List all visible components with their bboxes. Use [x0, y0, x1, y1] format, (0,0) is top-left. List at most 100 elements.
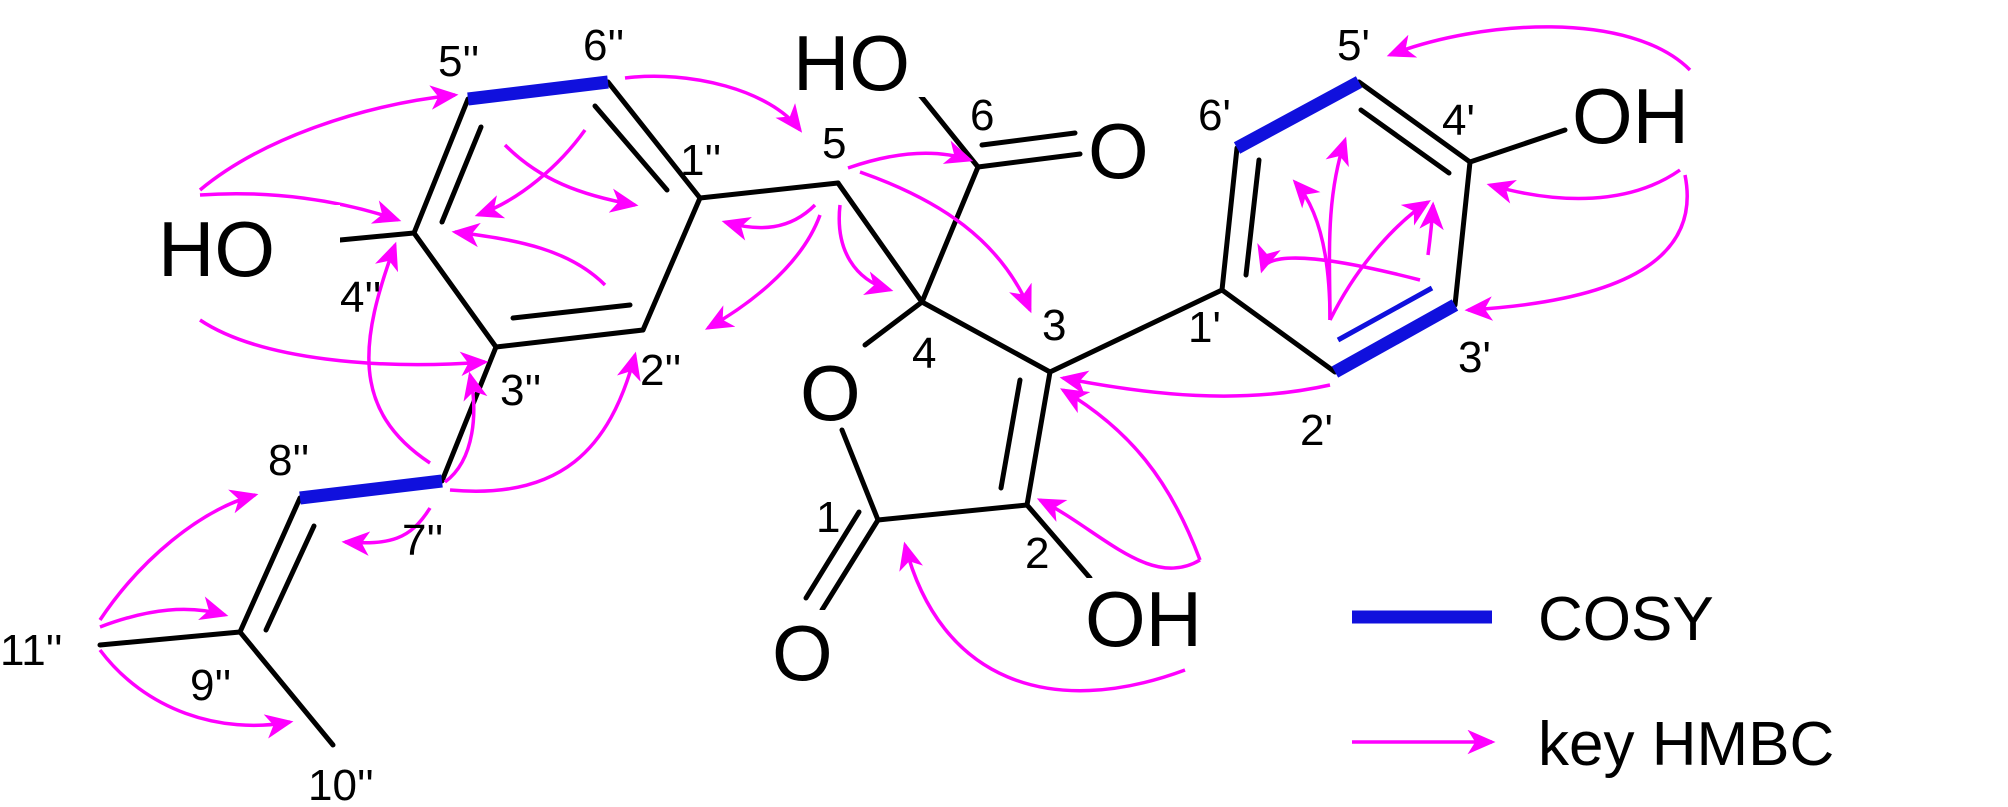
hmbc-arrow	[1036, 498, 1201, 570]
bond-c2-c3	[1024, 369, 1053, 508]
num-2: 2	[1025, 529, 1049, 578]
atom-labels: HO HO O OH O O OH	[150, 19, 1708, 697]
num-6p: 6'	[1198, 91, 1231, 140]
legend: COSY key HMBC	[1352, 585, 1834, 779]
bond-c1-o-inner	[803, 509, 862, 601]
num-5: 5	[822, 119, 846, 168]
hmbc-arrow	[704, 214, 822, 330]
hmbc-arrow	[367, 241, 431, 465]
bond-c6-o	[975, 151, 1083, 170]
num-4: 4	[912, 329, 936, 378]
num-4pp: 4''	[340, 273, 381, 322]
bond-c8pp-c9pp-inner	[263, 523, 317, 633]
legend-cosy-label: COSY	[1538, 585, 1714, 654]
bond-c1pp-c5	[697, 180, 841, 201]
num-5p: 5'	[1337, 21, 1370, 70]
bond-c5p-c4p-inner	[1358, 107, 1452, 176]
bond-c4p-oh	[1467, 127, 1568, 165]
num-6: 6	[970, 91, 994, 140]
cosy-c2p-c3p-inner	[1336, 285, 1434, 343]
num-5pp: 5''	[438, 37, 479, 86]
position-numbers: 5'' 6'' 1'' 4'' 3'' 2'' 8'' 7'' 11'' 9''…	[0, 21, 1491, 807]
hmbc-arrow	[98, 489, 259, 621]
cosy-c6p-c5p	[1233, 76, 1363, 154]
bond-c8pp-c9pp	[237, 495, 303, 635]
hmbc-arrow	[198, 85, 459, 192]
atom-ho-top: HO	[793, 19, 910, 107]
bond-c1p-c6p	[1219, 145, 1240, 293]
atom-oh-right: OH	[1572, 72, 1689, 160]
bond-c4p-c3p	[1452, 159, 1473, 308]
bond-c2p-c1p	[1219, 287, 1338, 375]
num-1pp: 1''	[680, 136, 721, 185]
hmbc-arrow	[451, 222, 607, 287]
hmbc-arrow	[443, 371, 488, 484]
num-6pp: 6''	[583, 21, 624, 70]
hmbc-arrow	[859, 170, 1032, 314]
bond-c1pp-c6pp-inner	[592, 103, 670, 193]
num-1: 1	[816, 493, 840, 542]
bond-c9pp-c11pp	[97, 629, 243, 648]
hmbc-arrow	[1059, 370, 1331, 398]
hmbc-arrow	[721, 203, 817, 241]
num-8pp: 8''	[268, 436, 309, 485]
hmbc-arrow	[899, 541, 1186, 693]
hmbc-arrows	[98, 25, 1692, 739]
num-3: 3	[1042, 301, 1066, 350]
num-2pp: 2''	[640, 346, 681, 395]
cosy-c5pp-c6pp	[467, 75, 609, 106]
num-1p: 1'	[1188, 303, 1221, 352]
bond-c5pp-c4pp-inner	[439, 124, 484, 225]
hmbc-arrow	[474, 128, 587, 219]
hmbc-arrow	[199, 192, 402, 224]
num-7pp: 7''	[402, 516, 443, 565]
hmbc-arrow	[341, 507, 432, 556]
cosy-bonds	[299, 75, 1459, 505]
bond-c2-c3-inner	[998, 377, 1023, 491]
hmbc-arrow	[1464, 174, 1689, 321]
legend-hmbc-label: key HMBC	[1538, 710, 1834, 779]
hmbc-arrow	[1325, 136, 1349, 321]
bond-c1p-c6p-inner	[1243, 157, 1262, 278]
num-9pp: 9''	[190, 661, 231, 710]
hmbc-arrow	[1386, 25, 1692, 72]
hmbc-arrow	[449, 351, 641, 493]
bond-c1-c2	[875, 502, 1030, 523]
bond-c4-c3	[919, 299, 1053, 375]
atom-o-ring: O	[800, 349, 861, 437]
bond-c9pp-c10pp	[237, 629, 336, 748]
hmbc-arrow	[837, 204, 894, 296]
bond-c2pp-c1pp	[640, 195, 703, 333]
bond-c3-c1p	[1047, 287, 1225, 375]
bond-c5pp-c4pp	[411, 96, 471, 236]
hmbc-arrow	[847, 140, 974, 170]
cosy-c2p-c3p	[1331, 299, 1459, 378]
hmbc-arrow	[199, 318, 489, 377]
hmbc-arrow	[1486, 168, 1682, 204]
bond-c1-o	[819, 517, 881, 613]
hmbc-arrow	[98, 648, 294, 739]
atom-o-carbonyl: O	[1088, 107, 1149, 195]
num-10pp: 10''	[308, 761, 374, 807]
bond-c4pp-oh	[337, 230, 417, 243]
bond-c4-o-ring	[862, 299, 925, 348]
bond-c5p-c4p	[1356, 79, 1473, 165]
hmbc-arrow	[1059, 388, 1202, 561]
atom-o-bottom: O	[772, 609, 833, 697]
num-2p: 2'	[1300, 406, 1333, 455]
hmbc-arrow	[624, 74, 803, 133]
num-4p: 4'	[1442, 96, 1475, 145]
bond-c4pp-c3pp	[411, 230, 499, 350]
hmbc-arrow	[1419, 201, 1444, 256]
hmbc-arrow	[503, 143, 639, 213]
num-3pp: 3''	[500, 366, 541, 415]
bond-c3pp-c7pp	[439, 344, 499, 484]
num-3p: 3'	[1458, 333, 1491, 382]
bond-o-ring-c1	[839, 427, 881, 523]
bond-c5-c4	[835, 180, 925, 305]
atom-ho-left: HO	[158, 205, 275, 293]
bond-c3pp-c2pp	[493, 327, 646, 350]
bond-c1pp-c6pp	[605, 79, 703, 201]
cosy-c7pp-c8pp	[299, 474, 443, 505]
